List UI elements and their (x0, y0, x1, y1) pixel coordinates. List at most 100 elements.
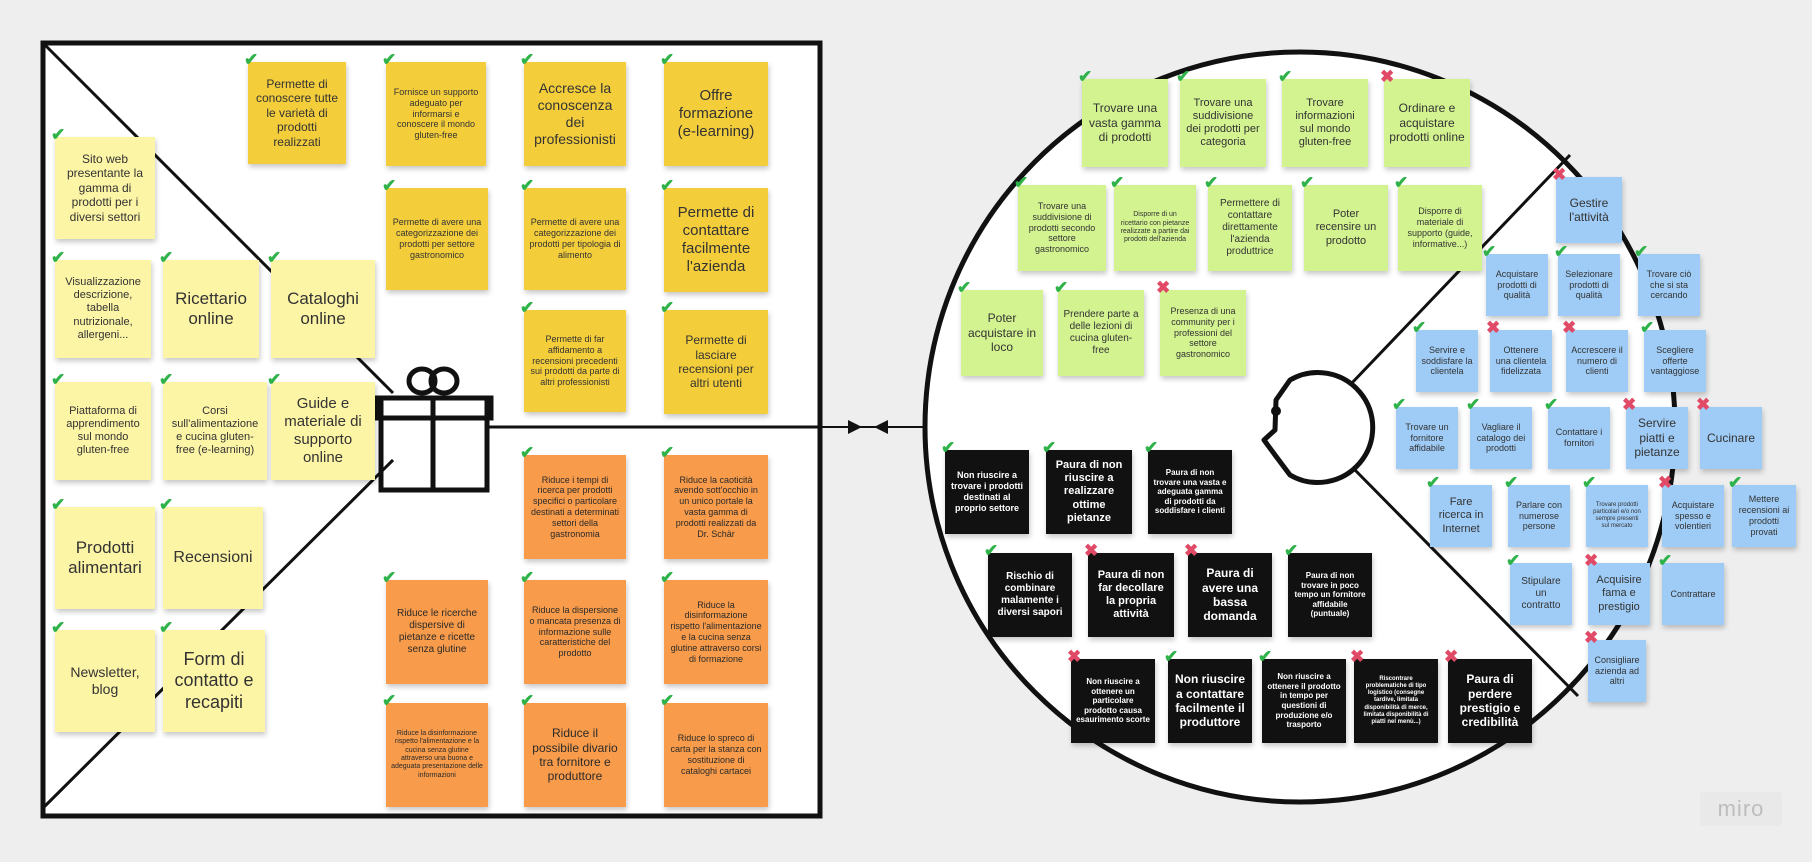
pain-reliever-note-text: Riduce la disinformazione rispetto l'ali… (391, 729, 483, 779)
customer-gain-note[interactable]: Permettere di contattare direttamente l'… (1208, 185, 1292, 271)
customer-gain-note[interactable]: Prendere parte a delle lezioni di cucina… (1058, 290, 1144, 376)
customer-gain-note-text: Ordinare e acquistare prodotti online (1389, 101, 1465, 145)
ps-note[interactable]: Form di contatto e recapiti (163, 630, 265, 732)
customer-job-note[interactable]: Consigliare azienda ad altri (1588, 640, 1646, 702)
ps-note-text: Ricettario online (175, 288, 247, 328)
pain-reliever-note[interactable]: Riduce il possibile divario tra fornitor… (524, 703, 626, 807)
customer-gain-note[interactable]: Disporre di materiale di supporto (guide… (1398, 185, 1482, 271)
customer-job-note-text: Trovare ciò che si sta cercando (1646, 268, 1692, 301)
customer-pain-note[interactable]: Non riuscire a trovare i prodotti destin… (945, 450, 1029, 534)
pain-reliever-note-text: Riduce lo spreco di carta per la stanza … (670, 733, 762, 776)
customer-job-note[interactable]: Stipulare un contratto (1510, 563, 1572, 625)
ps-note[interactable]: Recensioni (163, 507, 263, 609)
customer-gain-note-text: Poter recensire un prodotto (1315, 208, 1377, 247)
customer-pain-note[interactable]: Paura di non trovare in poco tempo un fo… (1288, 553, 1372, 637)
customer-job-note[interactable]: Servire e soddisfare la clientela (1416, 330, 1478, 392)
fit-arrow-right (848, 420, 862, 434)
customer-pain-note[interactable]: Paura di non riuscire a realizzare ottim… (1046, 450, 1132, 534)
pain-reliever-note[interactable]: Riduce lo spreco di carta per la stanza … (664, 703, 768, 807)
customer-job-note[interactable]: Servire piatti e pietanze (1626, 407, 1688, 469)
pain-reliever-note[interactable]: Riduce le ricerche dispersive di pietanz… (386, 580, 488, 684)
customer-pain-note-text: Rischio di combinare malamente i diversi… (997, 571, 1063, 618)
customer-job-note[interactable]: Accrescere il numero di clienti (1566, 330, 1628, 392)
gain-creator-note[interactable]: Permette di avere una categorizzazione d… (524, 188, 626, 290)
ps-note[interactable]: Prodotti alimentari (55, 507, 155, 609)
gain-creator-note[interactable]: Permette di contattare facilmente l'azie… (664, 188, 768, 292)
customer-pain-note-text: Non riuscire a ottenere un particolare p… (1076, 677, 1150, 725)
customer-pain-note[interactable]: Non riuscire a contattare facilmente il … (1168, 659, 1252, 743)
fit-arrow-left (874, 420, 888, 434)
gain-creator-note[interactable]: Permette di conoscere tutte le varietà d… (248, 62, 346, 164)
ps-note[interactable]: Sito web presentante la gamma di prodott… (55, 137, 155, 239)
customer-pain-note-text: Paura di non riuscire a realizzare ottim… (1055, 459, 1123, 524)
customer-pain-note[interactable]: Non riuscire a ottenere il prodotto in t… (1262, 659, 1346, 743)
customer-job-note[interactable]: Vagliare il catalogo dei prodotti (1470, 407, 1532, 469)
gain-creator-note[interactable]: Accresce la conoscenza dei professionist… (524, 62, 626, 166)
customer-job-note-text: Servire piatti e pietanze (1634, 416, 1680, 460)
customer-job-note-text: Trovare prodotti particolari e/o non sem… (1593, 501, 1641, 530)
gain-creator-note[interactable]: Permette di far affidamento a recensioni… (524, 310, 626, 412)
customer-gain-note[interactable]: Trovare informazioni sul mondo gluten-fr… (1282, 79, 1368, 167)
customer-job-note[interactable]: Ottenere una clientela fidelizzata (1490, 330, 1552, 392)
customer-job-note-text: Acquistare prodotti di qualità (1495, 268, 1539, 301)
customer-job-note[interactable]: Scegliere offerte vantaggiose (1644, 330, 1706, 392)
customer-pain-note[interactable]: Rischio di combinare malamente i diversi… (988, 553, 1072, 637)
customer-job-note[interactable]: Cucinare (1700, 407, 1762, 469)
customer-gain-note[interactable]: Poter acquistare in loco (961, 290, 1043, 376)
customer-pain-note[interactable]: Paura di non far decollare la propria at… (1088, 553, 1174, 637)
customer-gain-note[interactable]: Disporre di un ricettario con pietanze r… (1114, 185, 1196, 271)
gain-creator-note[interactable]: Offre formazione (e-learning) (664, 62, 768, 166)
customer-job-note[interactable]: Fare ricerca in Internet (1430, 485, 1492, 547)
customer-job-note[interactable]: Parlare con numerose persone (1508, 485, 1570, 547)
customer-job-note[interactable]: Acquisire fama e prestigio (1588, 563, 1650, 625)
ps-note[interactable]: Guide e materiale di supporto online (271, 382, 375, 480)
pain-reliever-note[interactable]: Riduce la caoticità avendo sott'occhio i… (664, 455, 768, 559)
gain-creator-note[interactable]: Fornisce un supporto adeguato per inform… (386, 62, 486, 166)
ps-note[interactable]: Cataloghi online (271, 260, 375, 358)
pain-reliever-note[interactable]: Riduce la disinformazione rispetto l'ali… (386, 703, 488, 807)
customer-pain-note[interactable]: Paura di non trovare una vasta e adeguat… (1148, 450, 1232, 534)
gain-creator-note[interactable]: Permette di avere una categorizzazione d… (386, 188, 488, 290)
ps-note-text: Prodotti alimentari (68, 537, 142, 577)
customer-gain-note-text: Trovare una suddivisione di prodotti sec… (1028, 201, 1096, 255)
customer-job-note[interactable]: Acquistare prodotti di qualità (1486, 254, 1548, 316)
pain-reliever-note[interactable]: Riduce i tempi di ricerca per prodotti s… (524, 455, 626, 559)
ps-note[interactable]: Corsi sull'alimentazione e cucina gluten… (163, 382, 267, 480)
customer-job-note[interactable]: Acquistare spesso e volentieri (1662, 485, 1724, 547)
pain-reliever-note[interactable]: Riduce la dispersione o mancata presenza… (524, 580, 626, 684)
miro-watermark: miro (1700, 792, 1782, 826)
customer-job-note[interactable]: Gestire l'attività (1556, 177, 1622, 243)
customer-pain-note-text: Paura di non trovare una vasta e adeguat… (1153, 468, 1227, 516)
customer-job-note[interactable]: Selezionare prodotti di qualità (1558, 254, 1620, 316)
customer-pain-note-text: Non riuscire a trovare i prodotti destin… (950, 470, 1023, 513)
customer-face-icon (1261, 370, 1376, 485)
customer-job-note[interactable]: Trovare un fornitore affidabile (1396, 407, 1458, 469)
customer-job-note-text: Consigliare azienda ad altri (1594, 654, 1640, 687)
customer-job-note[interactable]: Contattare i fornitori (1548, 407, 1610, 469)
ps-note[interactable]: Newsletter, blog (55, 630, 155, 732)
pain-reliever-note[interactable]: Riduce la disinformazione rispetto l'ali… (664, 580, 768, 684)
customer-gain-note[interactable]: Ordinare e acquistare prodotti online (1384, 79, 1470, 167)
customer-pain-note[interactable]: Non riuscire a ottenere un particolare p… (1071, 659, 1155, 743)
customer-gain-note[interactable]: Presenza di una community per i professi… (1160, 290, 1246, 376)
customer-gain-note[interactable]: Trovare una suddivisione dei prodotti pe… (1180, 79, 1266, 167)
ps-note[interactable]: Piattaforma di apprendimento sul mondo g… (55, 382, 151, 480)
customer-job-note-text: Mettere recensioni ai prodotti provati (1738, 494, 1790, 537)
customer-gain-note-text: Disporre di un ricettario con pietanze r… (1120, 211, 1190, 244)
gain-creator-note[interactable]: Permette di lasciare recensioni per altr… (664, 310, 768, 414)
customer-pain-note[interactable]: Riscontrare problematiche di tipo logist… (1354, 659, 1438, 743)
customer-gain-note[interactable]: Trovare una suddivisione di prodotti sec… (1018, 185, 1106, 271)
customer-job-note[interactable]: Contrattare (1662, 563, 1724, 625)
customer-job-note[interactable]: Mettere recensioni ai prodotti provati (1732, 485, 1796, 547)
customer-job-note[interactable]: Trovare ciò che si sta cercando (1638, 254, 1700, 316)
customer-gain-note[interactable]: Trovare una vasta gamma di prodotti (1082, 79, 1168, 167)
ps-note[interactable]: Visualizzazione descrizione, tabella nut… (55, 260, 151, 358)
customer-gain-note[interactable]: Poter recensire un prodotto (1304, 185, 1388, 271)
customer-job-note[interactable]: Trovare prodotti particolari e/o non sem… (1586, 485, 1648, 547)
customer-pain-note[interactable]: Paura di avere una bassa domanda (1188, 553, 1272, 637)
ps-note[interactable]: Ricettario online (163, 260, 259, 358)
customer-job-note-text: Trovare un fornitore affidabile (1405, 421, 1449, 454)
customer-pain-note[interactable]: Paura di perdere prestigio e credibilità (1448, 659, 1532, 743)
gain-creator-note-text: Permette di avere una categorizzazione d… (529, 217, 621, 260)
